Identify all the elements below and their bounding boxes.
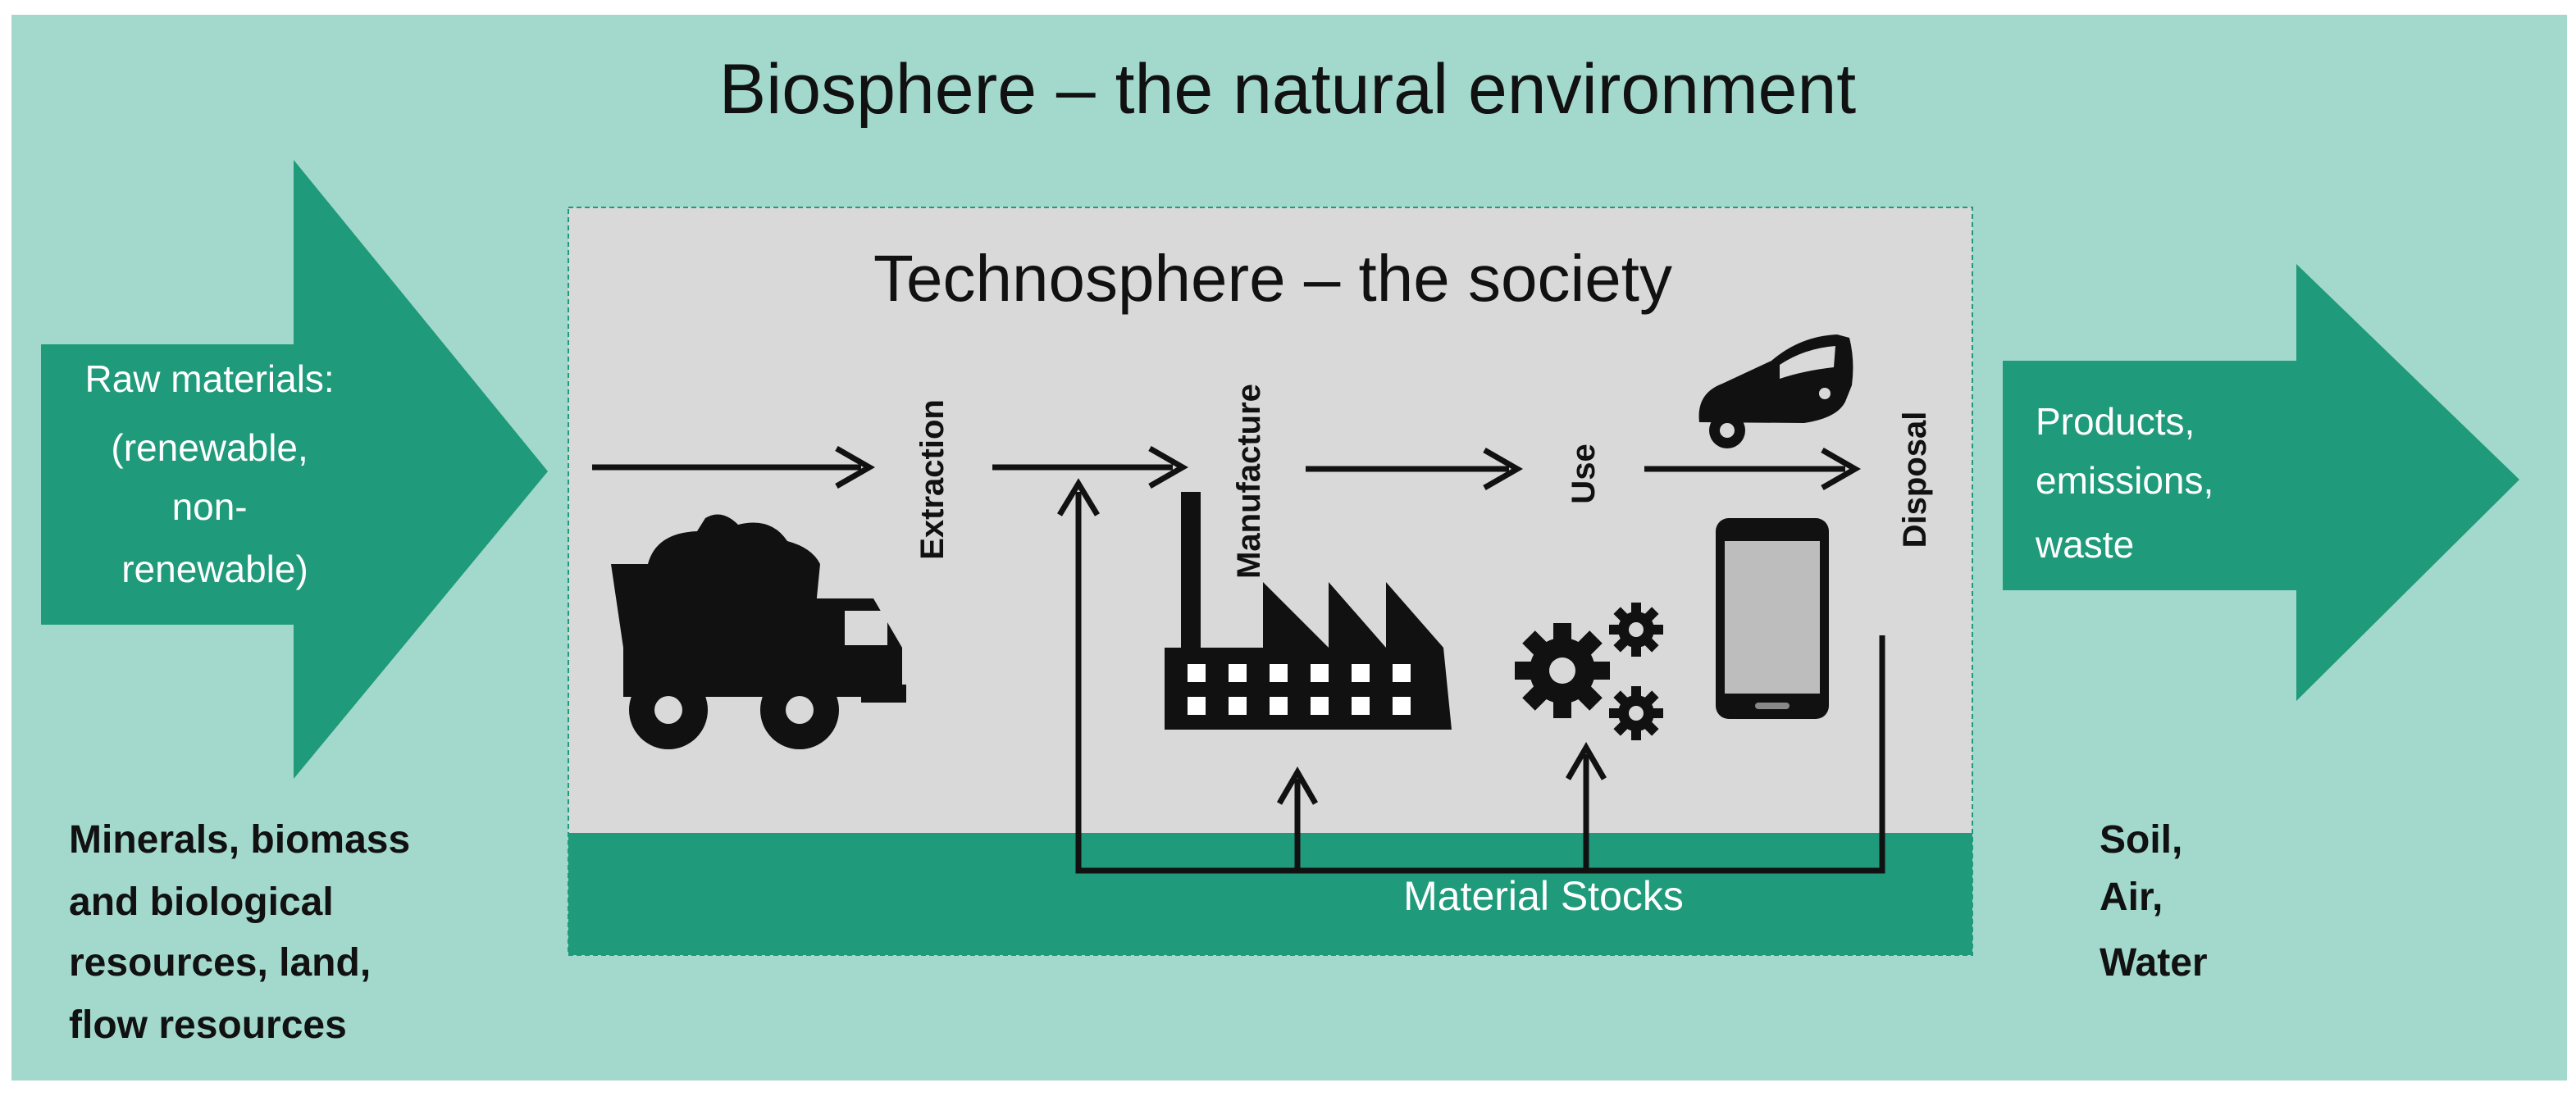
- raw-materials-line: Raw materials:: [85, 357, 335, 400]
- raw-materials-line: (renewable,: [111, 426, 308, 469]
- sinks-text: Soil, Air, Water: [2100, 818, 2208, 985]
- biosphere-title: Biosphere – the natural environment: [719, 50, 1857, 129]
- flow-arrow-manufacture-head: [1483, 447, 1524, 491]
- sources-line: flow resources: [69, 1003, 347, 1047]
- sources-line: and biological: [69, 880, 334, 924]
- outputs-line: emissions,: [2036, 459, 2214, 502]
- outputs-line: Products,: [2036, 400, 2195, 443]
- disposal-to-stocks-line: [1075, 492, 1885, 874]
- sinks-line: Water: [2100, 941, 2208, 985]
- sources-line: resources, land,: [69, 941, 371, 985]
- outputs-line: waste: [2035, 523, 2134, 566]
- flow-arrows: [592, 445, 1862, 491]
- flow-arrow-input-head: [835, 445, 876, 489]
- sinks-line: Air,: [2100, 876, 2163, 919]
- stage-label-disposal: Disposal: [1897, 412, 1933, 548]
- stage-label-manufacture: Manufacture: [1231, 384, 1267, 579]
- material-stocks-label: Material Stocks: [1403, 873, 1684, 919]
- stocks-to-manufacture-head: [1276, 767, 1319, 805]
- stage-label-extraction: Extraction: [914, 399, 951, 560]
- factory-icon: [1165, 492, 1452, 730]
- stocks-to-use-head: [1565, 742, 1607, 780]
- stage-label-use: Use: [1566, 444, 1602, 503]
- sinks-line: Soil,: [2100, 818, 2182, 862]
- raw-materials-text: Raw materials: (renewable, non- renewabl…: [85, 357, 345, 590]
- recycling-loop: [1057, 478, 1885, 874]
- flow-arrow-use-head: [1821, 447, 1862, 491]
- sources-text: Minerals, biomass and biological resourc…: [69, 818, 422, 1047]
- recycle-arrow-head-extraction: [1057, 478, 1100, 516]
- material-stocks-band: [568, 833, 1972, 955]
- outputs-arrow: [2003, 264, 2519, 701]
- dump-truck-icon: [611, 514, 906, 749]
- smartphone-icon: [1716, 518, 1829, 719]
- flow-arrow-extraction-head: [1148, 445, 1189, 489]
- raw-materials-line: renewable): [121, 548, 308, 590]
- technosphere-title: Technosphere – the society: [873, 242, 1672, 315]
- outputs-text: Products, emissions, waste: [2035, 400, 2224, 566]
- car-icon: [1698, 334, 1853, 448]
- raw-materials-line: non-: [172, 485, 248, 528]
- sources-line: Minerals, biomass: [69, 818, 410, 862]
- raw-materials-arrow: [41, 160, 548, 779]
- gears-icon: [1515, 603, 1663, 740]
